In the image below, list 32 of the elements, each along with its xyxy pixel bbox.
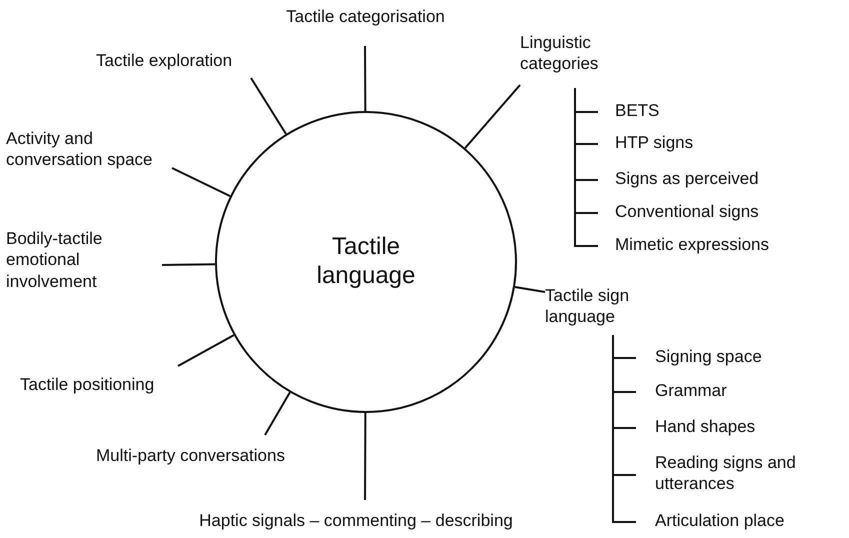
connector-line bbox=[514, 286, 546, 293]
topic-label: Grammar bbox=[655, 380, 727, 402]
connector-line bbox=[364, 413, 366, 500]
topic-label: Bodily-tactile emotional involvement bbox=[6, 228, 104, 292]
topic-title: Tactile language bbox=[316, 233, 416, 291]
topic-label: Haptic signals – commenting – describing bbox=[199, 510, 513, 532]
topic-label: Mimetic expressions bbox=[615, 234, 769, 256]
topic-label: Articulation place bbox=[655, 510, 784, 532]
connector-line bbox=[178, 334, 234, 367]
topic-label: Tactile positioning bbox=[20, 374, 154, 396]
topic-label: Linguistic categories bbox=[520, 32, 600, 74]
topic-label: Tactile categorisation bbox=[286, 6, 445, 28]
topic-label: Reading signs and utterances bbox=[655, 452, 797, 494]
topic-label: BETS bbox=[615, 100, 660, 122]
topic-label: Activity and conversation space bbox=[6, 128, 154, 170]
topic-label: Signs as perceived bbox=[615, 168, 759, 190]
connector-line bbox=[464, 84, 521, 149]
topic-label: HTP signs bbox=[615, 132, 694, 154]
connector-line bbox=[574, 88, 598, 247]
topic-label: Signing space bbox=[655, 346, 762, 368]
connector-line bbox=[612, 335, 636, 523]
topic-label: Conventional signs bbox=[615, 201, 759, 222]
topic-label: Tactile exploration bbox=[96, 50, 232, 72]
connector-line bbox=[172, 167, 231, 198]
connector-line bbox=[162, 263, 216, 266]
topic-label: Multi-party conversations bbox=[96, 445, 285, 466]
topic-label: Tactile sign language bbox=[545, 285, 630, 328]
connector-line bbox=[364, 46, 366, 111]
topic-circle bbox=[215, 111, 517, 413]
topic-label: Hand shapes bbox=[655, 416, 756, 438]
connector-line bbox=[264, 392, 291, 436]
connector-line bbox=[250, 77, 287, 134]
